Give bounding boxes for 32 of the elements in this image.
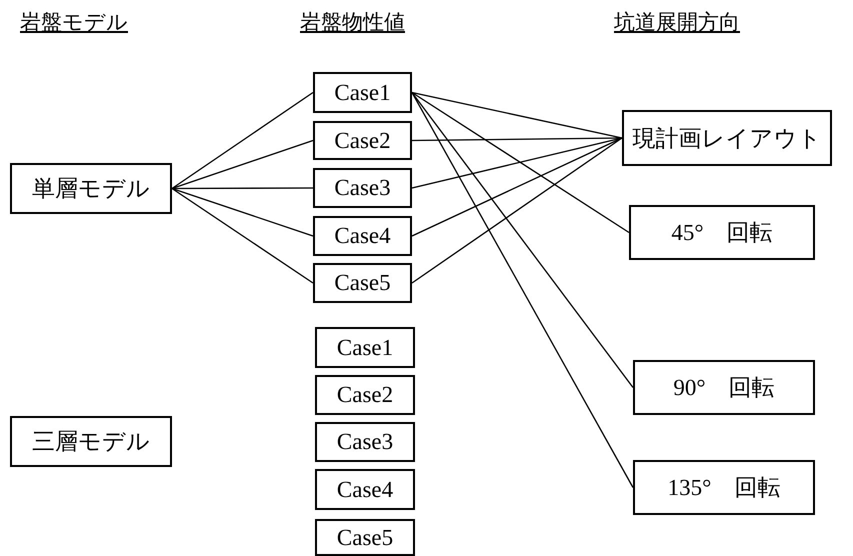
connector-line: [411, 92, 634, 488]
connector-line: [411, 92, 634, 388]
label-box: Case2: [313, 121, 412, 160]
label-box: Case3: [315, 422, 415, 462]
connector-line: [172, 188, 314, 284]
connector-line: [172, 187, 313, 190]
label-box: 45° 回転: [629, 205, 815, 260]
label-box: Case2: [315, 375, 415, 415]
label-box: 三層モデル: [10, 416, 172, 467]
label-box: Case1: [313, 72, 412, 113]
label-box: Case1: [315, 327, 415, 368]
label-box: Case3: [313, 168, 412, 208]
label-box: Case4: [313, 216, 412, 256]
label-box: Case5: [313, 263, 412, 303]
connector-line: [172, 140, 314, 190]
label-box: 90° 回転: [633, 360, 815, 415]
connector-line: [412, 137, 622, 189]
label-box: 現計画レイアウト: [622, 110, 832, 166]
connector-line: [172, 92, 314, 190]
column-heading: 岩盤物性値: [300, 9, 405, 36]
connector-line: [412, 137, 622, 142]
column-heading: 岩盤モデル: [20, 9, 128, 36]
connector-line: [412, 137, 622, 237]
label-box: Case4: [315, 469, 415, 510]
label-box: 単層モデル: [10, 163, 172, 214]
column-heading: 坑道展開方向: [614, 9, 740, 36]
label-box: Case5: [315, 519, 415, 556]
connector-line: [412, 137, 622, 284]
connector-line: [412, 92, 622, 139]
connector-line: [412, 92, 630, 234]
label-box: 135° 回転: [633, 460, 815, 515]
connector-line: [172, 188, 314, 237]
